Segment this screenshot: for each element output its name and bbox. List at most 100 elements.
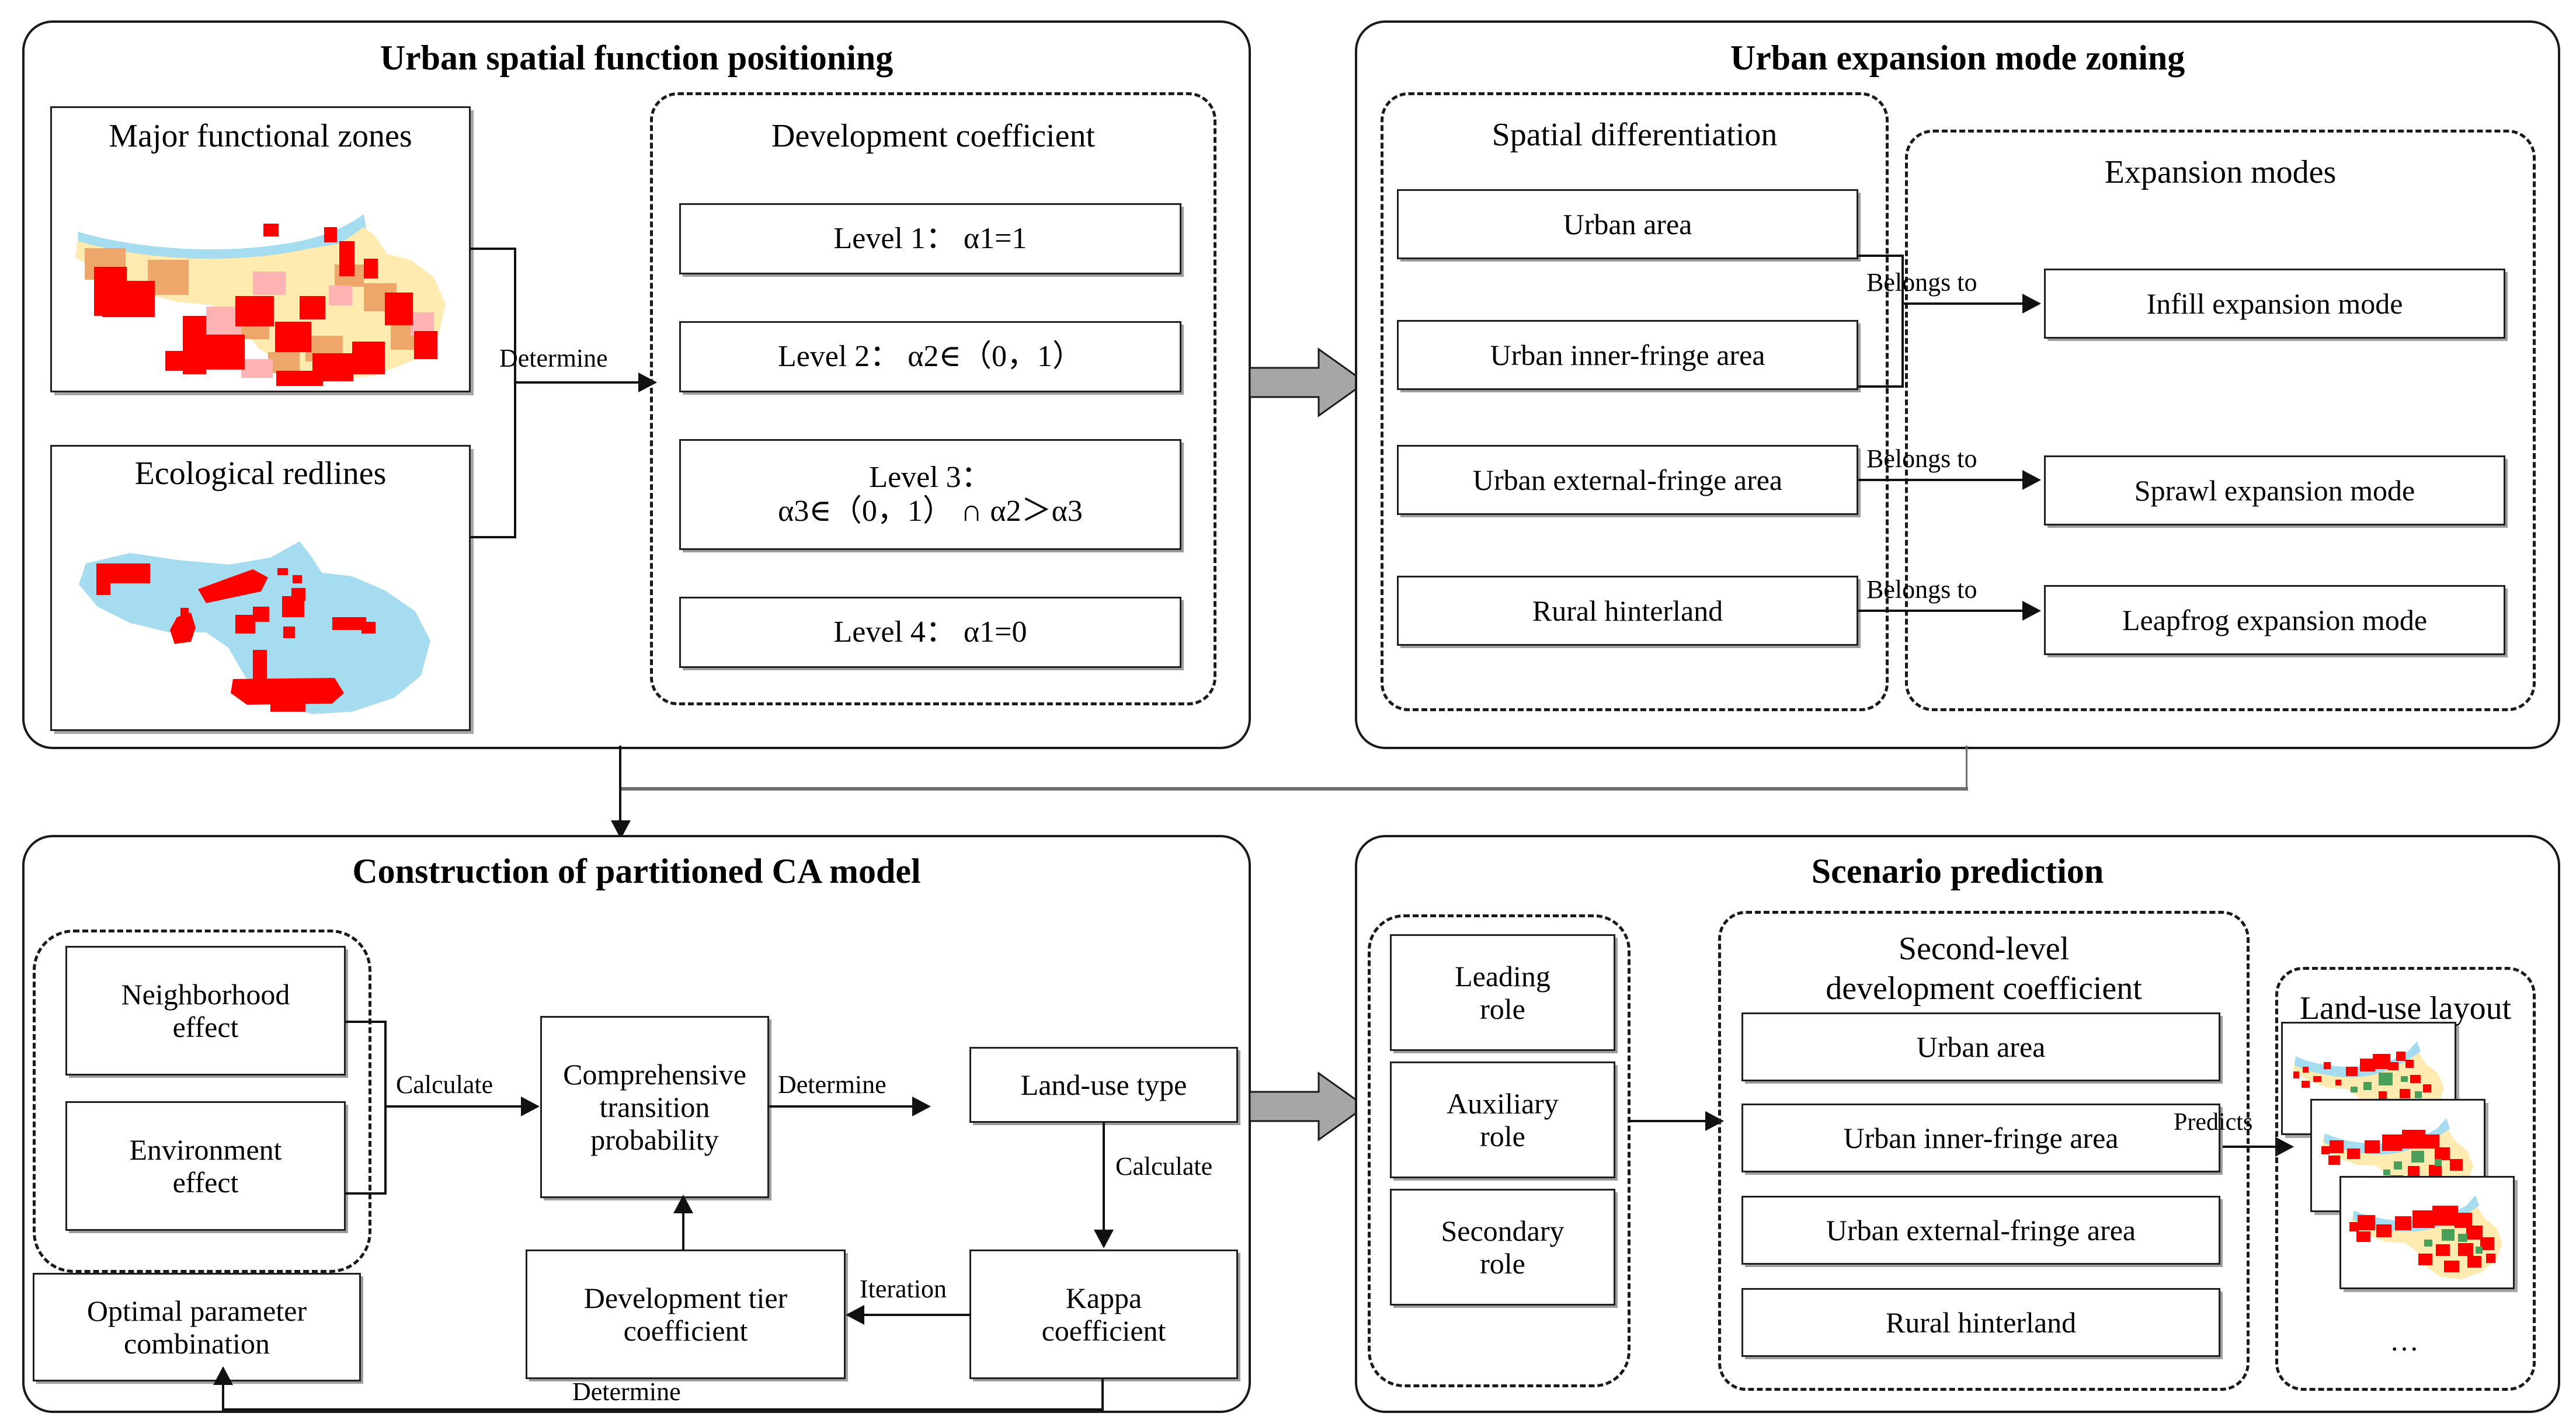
edge-label-calculate-2: Calculate — [1115, 1152, 1213, 1181]
level-3-line-1: Level 3： — [869, 460, 992, 494]
node-comprehensive-transition-probability: Comprehensive transition probability — [540, 1016, 769, 1198]
node-optimal-parameter-combination: Optimal parameter combination — [33, 1273, 361, 1381]
level-4-box: Level 4： α1=0 — [679, 597, 1181, 668]
node-dtc-line-1: Development tier — [583, 1282, 788, 1314]
expansion-mode-infill: Infill expansion mode — [2044, 269, 2505, 339]
determine-arrow-line — [514, 381, 642, 384]
land-use-layout-card-3 — [2339, 1176, 2515, 1289]
level-4-label: Level 4： α1=0 — [833, 615, 1027, 649]
node-secondary-role: Secondary role — [1390, 1189, 1615, 1306]
iteration-edge-arrow-head — [846, 1305, 864, 1325]
belongs1-line — [1901, 302, 2025, 305]
node-neighborhood-effect-line-1: Neighborhood — [121, 978, 290, 1011]
roles-to-coefficients-line — [1629, 1120, 1709, 1122]
group-effects — [33, 930, 371, 1273]
node-environment-effect: Environment effect — [65, 1101, 346, 1231]
determine-loop-bottom — [222, 1408, 1104, 1411]
belongs3-line — [1858, 610, 2025, 612]
belongs2-arrow-head — [2022, 470, 2041, 490]
node-leading-role-line-2: role — [1480, 993, 1525, 1025]
determine-loop-arrow-head — [213, 1366, 233, 1385]
belongs1-bracket-bottom — [1858, 385, 1904, 388]
node-auxiliary-role-line-2: role — [1480, 1120, 1525, 1153]
edge-label-determine-p3: Determine — [778, 1070, 887, 1099]
belongs2-line — [1858, 479, 2025, 481]
map-card-ecological-redlines: Ecological redlines — [50, 445, 471, 731]
belongs1-bracket-vertical — [1901, 255, 1904, 388]
group-title-expansion-modes: Expansion modes — [2104, 154, 2337, 190]
node-environment-effect-line-1: Environment — [129, 1133, 282, 1166]
group-title-second-level-line-1: Second-level — [1898, 931, 2070, 967]
node-opc-line-2: combination — [124, 1327, 270, 1360]
spatial-item-urban-inner-fringe-area-label: Urban inner-fringe area — [1490, 339, 1765, 371]
bracket-top-maps — [471, 248, 516, 250]
gray-block-arrow-panel1-to-panel2 — [1250, 344, 1367, 420]
panel-title-scenario-prediction: Scenario prediction — [1811, 852, 2104, 890]
effects-bracket-top — [346, 1021, 387, 1023]
node-ctp-line-2: transition — [599, 1091, 710, 1123]
node-secondary-role-line-1: Secondary — [1441, 1214, 1565, 1247]
group-title-land-use-layout: Land-use layout — [2299, 990, 2512, 1026]
group-second-level-development-coefficient: Second-level development coefficient — [1718, 911, 2250, 1391]
node-leading-role: Leading role — [1390, 934, 1615, 1051]
node-ctp-line-3: probability — [590, 1123, 719, 1156]
node-land-use-type-label: Land-use type — [1020, 1068, 1187, 1101]
dtc-to-ctp-arrow-head — [673, 1195, 693, 1213]
level-2-box: Level 2： α2∈（0，1） — [679, 321, 1181, 392]
level-2-label: Level 2： α2∈（0，1） — [777, 339, 1083, 373]
calculate-edge-line-2 — [1103, 1123, 1105, 1245]
determine-edge-line-p3 — [769, 1105, 915, 1108]
panel-title-urban-expansion-mode-zoning: Urban expansion mode zoning — [1730, 39, 2185, 77]
belongs1-arrow-head — [2022, 294, 2041, 314]
group-title-spatial-differentiation: Spatial differentiation — [1492, 117, 1778, 153]
determine-loop-right-drop — [1101, 1379, 1104, 1411]
top-to-bottom-connector-down — [619, 746, 621, 830]
belongs3-arrow-head — [2022, 601, 2041, 621]
node-neighborhood-effect: Neighborhood effect — [65, 946, 346, 1076]
expansion-mode-leapfrog: Leapfrog expansion mode — [2044, 585, 2505, 655]
expansion-mode-infill-label: Infill expansion mode — [2146, 287, 2403, 320]
group-title-second-level-line-2: development coefficient — [1826, 970, 2142, 1007]
determine-arrow-head — [638, 373, 657, 392]
edge-label-determine-p1: Determine — [499, 344, 608, 373]
effects-bracket-bottom — [346, 1192, 387, 1195]
expansion-mode-sprawl-label: Sprawl expansion mode — [2134, 474, 2415, 507]
edge-label-predicts: Predicts — [2174, 1109, 2253, 1136]
coefficient-item-urban-area: Urban area — [1741, 1012, 2220, 1081]
map-card-major-functional-zones: Major functional zones — [50, 106, 471, 392]
node-neighborhood-effect-line-2: effect — [172, 1011, 239, 1043]
group-development-coefficient: Development coefficient — [650, 92, 1216, 705]
group-title-development-coefficient: Development coefficient — [771, 118, 1096, 154]
major-functional-zones-map — [60, 166, 463, 388]
coefficient-item-urban-external-fringe-area-label: Urban external-fringe area — [1826, 1214, 2136, 1247]
land-use-layout-map-3 — [2344, 1180, 2514, 1289]
node-development-tier-coefficient: Development tier coefficient — [526, 1250, 846, 1379]
level-1-box: Level 1： α1=1 — [679, 203, 1181, 274]
expansion-mode-leapfrog-label: Leapfrog expansion mode — [2122, 604, 2428, 636]
coefficient-item-rural-hinterland-label: Rural hinterland — [1885, 1306, 2077, 1339]
node-dtc-line-2: coefficient — [623, 1314, 748, 1347]
node-kappa-coefficient-line-2: coefficient — [1041, 1314, 1166, 1347]
node-secondary-role-line-2: role — [1480, 1247, 1525, 1280]
edge-label-calculate-1: Calculate — [396, 1070, 493, 1099]
top-to-bottom-connector-horizontal — [619, 787, 1968, 791]
spatial-item-urban-external-fringe-area-label: Urban external-fringe area — [1472, 464, 1783, 496]
belongs1-bracket-top — [1858, 255, 1904, 257]
spatial-item-rural-hinterland: Rural hinterland — [1397, 576, 1858, 646]
group-roles — [1368, 914, 1631, 1387]
spatial-item-rural-hinterland-label: Rural hinterland — [1532, 594, 1723, 627]
expansion-mode-sprawl: Sprawl expansion mode — [2044, 455, 2505, 525]
coefficient-item-rural-hinterland: Rural hinterland — [1741, 1288, 2220, 1357]
coefficient-item-urban-external-fringe-area: Urban external-fringe area — [1741, 1196, 2220, 1265]
spatial-item-urban-area-label: Urban area — [1563, 208, 1692, 241]
node-environment-effect-line-2: effect — [172, 1166, 239, 1199]
level-3-line-2: α3∈（0，1） ∩ α2＞α3 — [778, 495, 1083, 528]
spatial-item-urban-external-fringe-area: Urban external-fringe area — [1397, 445, 1858, 515]
level-3-box: Level 3： α3∈（0，1） ∩ α2＞α3 — [679, 439, 1181, 550]
node-auxiliary-role-line-1: Auxiliary — [1447, 1087, 1559, 1120]
node-leading-role-line-1: Leading — [1455, 960, 1551, 993]
ecological-redlines-map — [60, 503, 463, 728]
spatial-item-urban-inner-fringe-area: Urban inner-fringe area — [1397, 320, 1858, 390]
calculate-edge-line-1 — [384, 1105, 524, 1108]
